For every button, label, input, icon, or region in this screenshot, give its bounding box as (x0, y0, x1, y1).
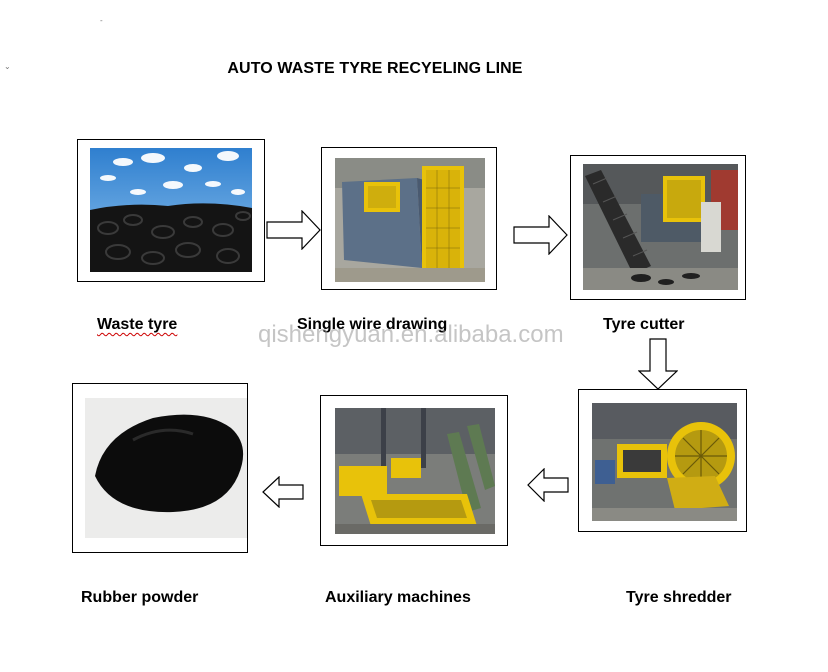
auxiliary-machines-photo (335, 408, 495, 534)
tyre-cutter-photo (583, 164, 738, 290)
step-label-tyre-shredder: Tyre shredder (626, 589, 732, 606)
arrow-left-icon (262, 476, 304, 508)
step-label-single-wire-drawing: Single wire drawing (297, 316, 448, 333)
step-image-rubber-powder (72, 383, 248, 553)
rubber-powder-photo (85, 398, 247, 538)
step-label-auxiliary-machines: Auxiliary machines (325, 589, 471, 606)
arrow-right-icon (513, 215, 568, 255)
step-label-text: Waste tyre (97, 316, 178, 333)
step-image-tyre-shredder (578, 389, 747, 532)
watermark: qishengyuan.en.alibaba.com (258, 321, 564, 348)
wire-drawing-machine-photo (335, 158, 485, 282)
step-image-tyre-cutter (570, 155, 746, 300)
step-image-waste-tyre (77, 139, 265, 282)
step-image-single-wire-drawing (321, 147, 497, 290)
step-label-rubber-powder: Rubber powder (81, 589, 199, 606)
arrow-left-icon (527, 468, 569, 502)
stray-mark: - (100, 16, 103, 25)
arrow-down-icon (638, 338, 678, 390)
step-image-auxiliary-machines (320, 395, 508, 546)
step-label-tyre-cutter: Tyre cutter (603, 316, 685, 333)
waste-tyre-photo (90, 148, 252, 272)
diagram-title: AUTO WASTE TYRE RECYELING LINE (227, 60, 523, 77)
stray-mark: ⌄ (4, 62, 11, 71)
arrow-right-icon (266, 210, 321, 250)
step-label-waste-tyre: Waste tyre (97, 316, 177, 334)
tyre-shredder-photo (592, 403, 737, 521)
